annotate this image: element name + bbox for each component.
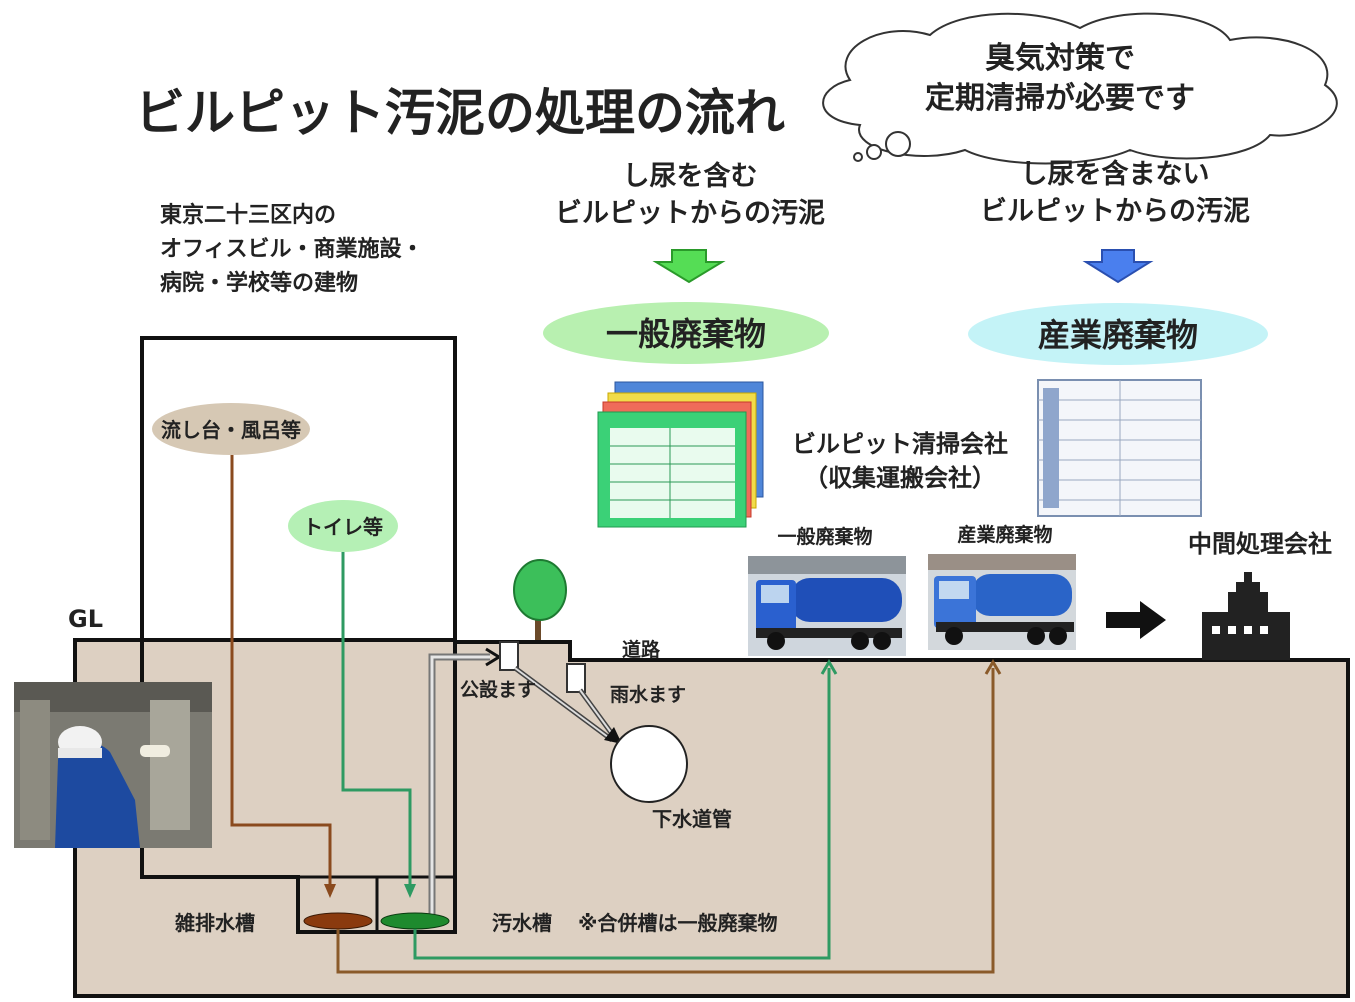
worker-photo [14, 682, 212, 848]
cleaning-company-line-2: （収集運搬会社） [804, 464, 996, 492]
factory-icon [1202, 572, 1290, 660]
sewer-pipe [610, 725, 688, 803]
road-label: 道路 [622, 638, 661, 661]
sewer-label: 下水道管 [652, 807, 732, 831]
toilet-ellipse [288, 500, 398, 552]
sink-ellipse [152, 403, 310, 455]
building [140, 336, 457, 934]
misc-collection-arrowhead [984, 659, 1002, 675]
misc-drain-arrowhead [324, 884, 336, 898]
sewage-tank-sludge [380, 912, 450, 930]
vacuum-truck-general-photo [748, 556, 906, 656]
sewage-collection-arrowhead [820, 659, 838, 675]
general-manifest-forms [597, 381, 764, 528]
misc-collection-line [336, 668, 995, 974]
building-desc-3: 病院・学校等の建物 [160, 270, 358, 296]
sink-label: 流し台・風呂等 [161, 418, 301, 442]
thought-cloud: 臭気対策で 定期清掃が必要です [822, 12, 1338, 165]
sewer-inlet-arrowhead [604, 727, 622, 744]
sewage-drain-pipe [341, 552, 412, 890]
with-urine-line-1: し尿を含む [623, 160, 758, 192]
truck-industrial-label: 産業廃棄物 [957, 523, 1052, 546]
vacuum-truck-industrial-photo [928, 554, 1076, 650]
misc-tank-label: 雑排水槽 [174, 911, 255, 935]
cleaning-company-line-1: ビルピット清掃会社 [792, 430, 1008, 458]
combined-tank-note: ※合併槽は一般廃棄物 [578, 911, 777, 935]
green-down-arrow-icon [652, 249, 726, 284]
rain-basin-label: 雨水ます [610, 684, 686, 706]
general-waste-ellipse [543, 302, 829, 364]
without-urine-line-2: ビルピットからの汚泥 [980, 196, 1250, 227]
sewage-collection-line [413, 668, 831, 960]
public-basin [499, 641, 519, 671]
industrial-waste-label: 産業廃棄物 [1038, 316, 1198, 354]
without-urine-line-1: し尿を含まない [1021, 158, 1210, 190]
sewage-tank-label: 汚水槽 [492, 911, 552, 935]
truck-general-label: 一般廃棄物 [777, 525, 872, 548]
rain-basin [566, 663, 586, 693]
industrial-waste-ellipse [968, 303, 1268, 365]
misc-tank-sludge [303, 912, 373, 930]
intermediate-company-label: 中間処理会社 [1188, 530, 1332, 558]
building-desc-2: オフィスビル・商業施設・ [160, 236, 424, 262]
blue-down-arrow-icon [1082, 249, 1154, 284]
industrial-manifest-form [1037, 379, 1202, 517]
misc-drain-pipe [230, 455, 332, 890]
general-waste-label: 一般廃棄物 [606, 315, 766, 353]
right-arrow-icon [1106, 601, 1166, 639]
cloud-line-2: 定期清掃が必要です [925, 81, 1195, 116]
building-desc-1: 東京二十三区内の [160, 202, 336, 228]
gl-label: GL [68, 605, 103, 633]
tree-icon [513, 559, 567, 640]
page-title: ビルピット汚泥の処理の流れ [135, 84, 785, 142]
cloud-line-1: 臭気対策で [985, 41, 1135, 76]
toilet-label: トイレ等 [303, 515, 383, 539]
sewage-drain-arrowhead [404, 884, 416, 898]
with-urine-line-2: ビルピットからの汚泥 [555, 198, 825, 229]
public-basin-label: 公設ます [460, 678, 536, 701]
